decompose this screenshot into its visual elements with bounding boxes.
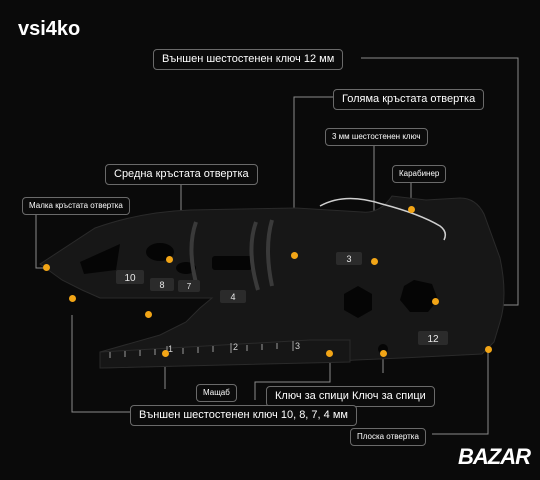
callout-big-phillips: Голяма кръстата отвертка: [333, 89, 485, 110]
dot-hex3: [371, 258, 378, 265]
size-3-label: 3: [346, 254, 351, 264]
callout-hex12: Външен шестостенен ключ 12 мм: [153, 49, 344, 70]
ruler-label-1: 1: [168, 344, 173, 354]
dot-carabiner: [408, 206, 415, 213]
dot-mid-phillips: [166, 256, 173, 263]
size-4-label: 4: [230, 292, 235, 302]
watermark-logo: BAZAR: [458, 444, 531, 469]
size-12-label: 12: [427, 334, 439, 345]
dot-hex12: [432, 298, 439, 305]
dot-scale: [162, 350, 169, 357]
callout-small-phillips: Малка кръстата отвертка: [22, 197, 130, 215]
dot-tool-left: [69, 295, 76, 302]
size-8-label: 8: [159, 280, 164, 290]
size-labels: 10 8 7 4 3 12: [116, 252, 448, 345]
ruler-label-3: 3: [295, 341, 300, 351]
brand-logo: vsi4ko: [18, 18, 81, 40]
dot-spoke-1: [326, 350, 333, 357]
hex12-cutout: [344, 286, 372, 318]
callout-mid-phillips: Средна кръстата отвертка: [105, 164, 258, 185]
dot-spoke-2: [380, 350, 387, 357]
callout-flat: Плоска отвертка: [350, 428, 426, 446]
dot-flat: [485, 346, 492, 353]
dot-tool-center: [145, 311, 152, 318]
cutout-slot: [80, 244, 120, 274]
tool-body: [39, 195, 505, 369]
size-7-label: 7: [187, 282, 192, 291]
callout-carabiner: Карабинер: [392, 165, 447, 183]
size-10-label: 10: [124, 273, 136, 284]
callout-spoke-keys: Ключ за спици Ключ за спици: [266, 386, 435, 407]
callout-hex3: 3 мм шестостенен ключ: [325, 128, 428, 146]
callout-hex-multi: Външен шестостенен ключ 10, 8, 7, 4 мм: [130, 405, 357, 426]
ruler-labels: 1 2 3: [168, 341, 300, 354]
ruler-label-2: 2: [233, 342, 238, 352]
callout-scale: Мащаб: [196, 384, 237, 402]
dot-small-phillips: [43, 264, 50, 271]
dot-big-phillips: [291, 252, 298, 259]
